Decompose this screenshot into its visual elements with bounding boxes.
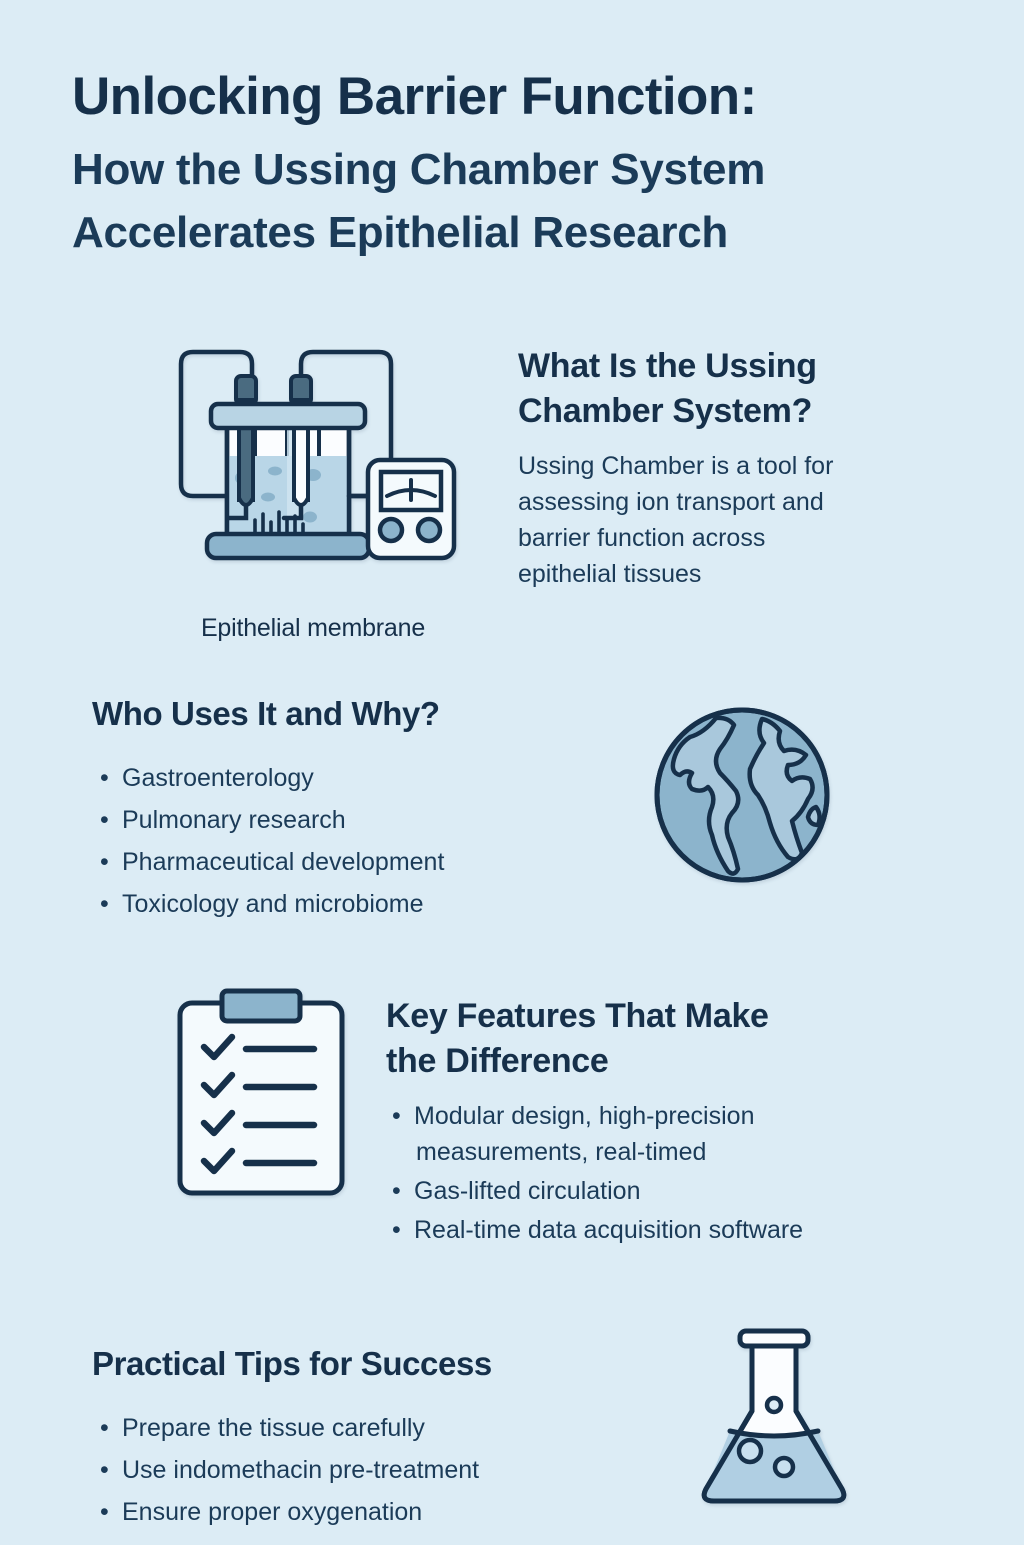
section-what-body-line-2: assessing ion transport and	[518, 488, 824, 517]
list-item: Use indomethacin pre-treatment	[92, 1449, 652, 1491]
section-what-text-block: What Is the Ussing Chamber System? Ussin…	[518, 344, 938, 592]
erlenmeyer-flask-icon	[701, 1328, 847, 1504]
title-sub-line-1: How the Ussing Chamber System	[72, 145, 766, 195]
apparatus-caption: Epithelial membrane	[200, 614, 426, 642]
list-item-line-1: Modular design, high-precision	[414, 1102, 755, 1131]
list-item: Toxicology and microbiome	[92, 883, 612, 925]
section-features-text-block: Key Features That Make the Difference Mo…	[386, 994, 946, 1251]
list-item: Modular design, high-precision measureme…	[386, 1098, 946, 1170]
clipboard-illustration-block	[170, 985, 355, 1205]
list-item: Gas-lifted circulation	[386, 1173, 946, 1209]
section-what-heading-line-1: What Is the Ussing	[518, 347, 817, 385]
list-item: Gastroenterology	[92, 757, 612, 799]
section-what-heading: What Is the Ussing Chamber System?	[518, 344, 938, 434]
title-main-line: Unlocking Barrier Function:	[72, 67, 757, 126]
section-tips-text-block: Practical Tips for Success Prepare the t…	[92, 1345, 652, 1533]
page-title: Unlocking Barrier Function: How the Ussi…	[72, 67, 952, 265]
section-tips-list: Prepare the tissue carefully Use indomet…	[92, 1407, 652, 1533]
section-what-body-line-1: Ussing Chamber is a tool for	[518, 452, 834, 481]
section-who-list: Gastroenterology Pulmonary research Phar…	[92, 757, 612, 925]
section-what-body-line-4: epithelial tissues	[518, 560, 702, 589]
section-what-is-ussing-chamber: Epithelial membrane What Is the Ussing C…	[0, 330, 1024, 643]
section-who-heading: Who Uses It and Why?	[92, 695, 440, 732]
list-item: Real-time data acquisition software	[386, 1212, 946, 1248]
globe-illustration-block	[650, 703, 835, 893]
section-practical-tips: Practical Tips for Success Prepare the t…	[0, 1328, 1024, 1545]
section-what-body-line-3: barrier function across	[518, 524, 766, 553]
section-tips-heading: Practical Tips for Success	[92, 1345, 492, 1382]
list-item: Ensure proper oxygenation	[92, 1491, 652, 1533]
globe-icon	[654, 707, 830, 883]
clipboard-checklist-icon	[177, 988, 345, 1196]
voltage-clamp-meter	[365, 457, 457, 561]
section-features-list: Modular design, high-precision measureme…	[386, 1098, 946, 1248]
title-subtitle: How the Ussing Chamber System Accelerate…	[72, 138, 952, 265]
section-key-features: Key Features That Make the Difference Mo…	[0, 980, 1024, 1280]
list-item-line-1: Real-time data acquisition software	[414, 1216, 804, 1245]
list-item-line-2: measurements, real-timed	[416, 1138, 707, 1167]
section-what-body: Ussing Chamber is a tool for assessing i…	[518, 448, 938, 592]
list-item: Pulmonary research	[92, 799, 612, 841]
apparatus-illustration-block: Epithelial membrane	[158, 338, 468, 643]
list-item: Prepare the tissue carefully	[92, 1407, 652, 1449]
flask-illustration-block	[690, 1323, 870, 1528]
list-item: Pharmaceutical development	[92, 841, 612, 883]
section-features-heading-line-2: the Difference	[386, 1042, 609, 1081]
title-sub-line-2: Accelerates Epithelial Research	[72, 208, 728, 258]
section-what-heading-line-2: Chamber System?	[518, 392, 813, 431]
section-features-heading-line-1: Key Features That Make	[386, 997, 769, 1035]
ussing-chamber-apparatus-icon	[178, 349, 457, 561]
section-who-uses-it: Who Uses It and Why? Gastroenterology Pu…	[0, 695, 1024, 945]
section-features-heading: Key Features That Make the Difference	[386, 994, 946, 1084]
list-item-line-1: Gas-lifted circulation	[414, 1177, 641, 1206]
electrode-right	[281, 374, 313, 521]
section-who-text-block: Who Uses It and Why? Gastroenterology Pu…	[92, 695, 612, 925]
